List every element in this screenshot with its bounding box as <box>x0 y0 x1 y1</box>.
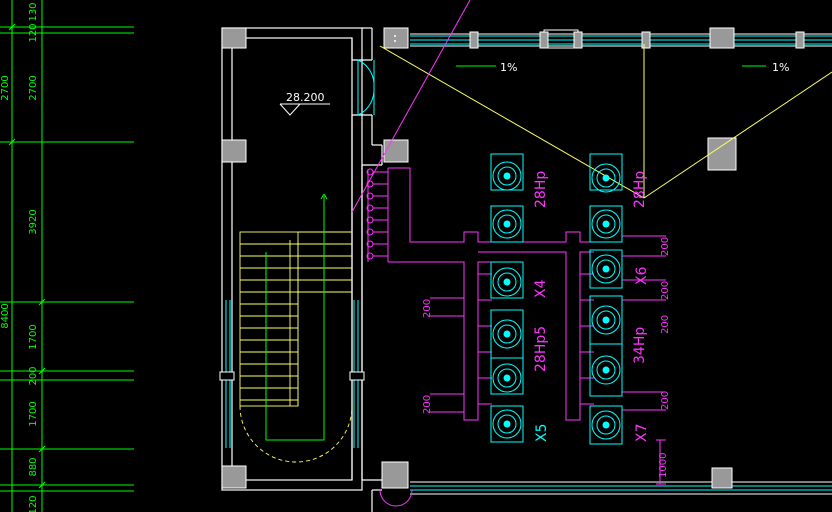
dim-label-880: 880 <box>28 457 39 476</box>
pipe-dim-right-4: 200 <box>660 315 671 334</box>
fan-icon <box>492 409 522 439</box>
column <box>221 139 247 163</box>
fan-icon <box>591 410 621 440</box>
column <box>383 27 409 49</box>
ac-unit <box>490 205 524 243</box>
column <box>221 27 247 49</box>
column <box>383 139 409 163</box>
dim-label-3920: 3920 <box>28 209 39 234</box>
fan-icon <box>492 209 522 239</box>
staircase <box>239 231 353 463</box>
ac-unit <box>490 261 524 299</box>
fan-icon <box>591 209 621 239</box>
dim-label-130: 130 <box>28 2 39 21</box>
slope-label-left: 1% <box>500 61 517 74</box>
ac-units-column-2 <box>589 153 623 445</box>
pipe-dim-right-2: 200 <box>660 281 671 300</box>
column-dots <box>394 35 396 42</box>
dim-label-2700-a: 2700 <box>0 75 11 100</box>
dimension-labels-left: 130 120 2700 2700 3920 8400 1700 200 170… <box>0 2 39 512</box>
ac-unit <box>589 405 623 445</box>
bottom-door-arc <box>379 489 413 507</box>
fan-icon <box>591 305 621 335</box>
label-col2-mid: 34Hp <box>632 327 648 364</box>
dim-label-2700-b: 2700 <box>28 75 39 100</box>
stairwell-walls <box>221 27 383 512</box>
pipe-dim-left-lower: 200 <box>422 395 433 414</box>
dim-label-8400: 8400 <box>0 303 11 328</box>
label-col2-top: 28Hp <box>632 171 648 208</box>
refrigerant-pipes <box>387 167 666 485</box>
ac-unit <box>589 205 623 243</box>
dimension-chain-left <box>0 0 134 512</box>
column <box>711 467 733 489</box>
ac-unit <box>589 249 623 289</box>
column <box>709 27 735 49</box>
structural-columns <box>221 27 737 489</box>
slope-label-right: 1% <box>772 61 789 74</box>
window-bands <box>225 300 359 448</box>
pipe-dim-right-1: 200 <box>660 237 671 256</box>
magenta-diagonal <box>351 0 471 213</box>
dim-label-1700-b: 1700 <box>28 401 39 426</box>
wall-stubs <box>219 371 365 381</box>
dim-label-120-top: 120 <box>28 23 39 42</box>
fan-icon <box>591 254 621 284</box>
ac-unit <box>589 343 623 397</box>
fan-icon <box>492 161 522 191</box>
fan-icons <box>492 161 621 440</box>
facade-bottom-white <box>410 481 832 495</box>
stair-arrow <box>265 193 328 441</box>
pipe-dim-right-1000: 1000 <box>658 453 669 478</box>
label-col2-mid-x: X6 <box>634 266 650 285</box>
ac-unit <box>490 357 524 395</box>
label-col2-bot-x: X7 <box>634 424 650 443</box>
small-posts <box>469 31 805 49</box>
label-col1-mid: 28Hp5 <box>533 326 549 372</box>
dim-label-200: 200 <box>28 366 39 385</box>
elevation-label: 28.200 <box>286 91 325 104</box>
pipe-dim-left-upper: 200 <box>422 299 433 318</box>
pipe-dim-right-3: 200 <box>660 391 671 410</box>
ac-units-column-1 <box>490 153 524 443</box>
equipment-labels: 28Hp 28Hp X4 28Hp5 X5 X6 34Hp X7 <box>533 171 650 442</box>
ac-unit <box>490 405 524 443</box>
door-swing <box>357 59 375 116</box>
elevation-marker <box>279 103 330 116</box>
facade-bottom <box>410 485 832 491</box>
ac-unit <box>589 153 623 191</box>
pipe-dimension-labels: 200 200 200 200 200 200 1000 <box>422 237 671 478</box>
label-col1-top: 28Hp <box>533 171 549 208</box>
dim-label-1700-a: 1700 <box>28 324 39 349</box>
column <box>707 137 737 171</box>
dim-label-120-bottom: 120 <box>28 495 39 512</box>
fan-icon <box>591 355 621 385</box>
roof-slope-lines <box>379 44 832 199</box>
label-col1-bot-x: X5 <box>534 424 550 443</box>
facade-top <box>410 35 832 45</box>
column <box>381 461 409 489</box>
column <box>221 465 247 489</box>
fan-icon <box>492 363 522 393</box>
fan-icon <box>492 267 522 297</box>
manifold <box>366 168 388 262</box>
label-col1-mid-x: X4 <box>533 279 549 298</box>
fan-icon <box>492 319 522 349</box>
fan-icon <box>591 163 621 193</box>
